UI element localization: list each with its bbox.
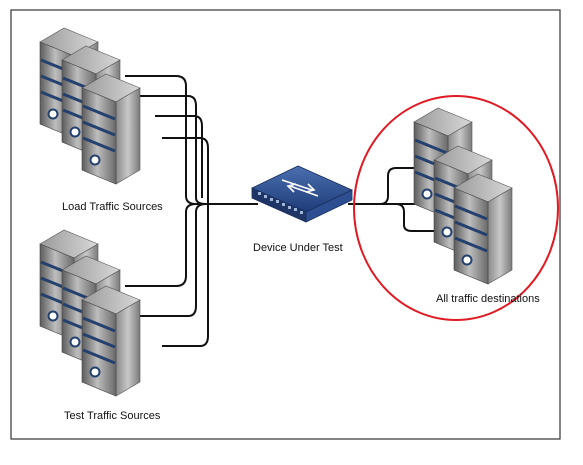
server-icon [452, 172, 514, 286]
device-under-test-label: Device Under Test [253, 242, 343, 254]
server-icon [80, 284, 142, 398]
cables [125, 75, 440, 347]
test-traffic-sources-label: Test Traffic Sources [64, 410, 161, 422]
load-traffic-sources-label: Load Traffic Sources [62, 201, 163, 213]
server-icon [80, 72, 142, 186]
destinations-highlight-ellipse [353, 95, 559, 321]
network-switch-icon [251, 165, 353, 223]
traffic-destinations-label: All traffic destinations [436, 293, 540, 305]
